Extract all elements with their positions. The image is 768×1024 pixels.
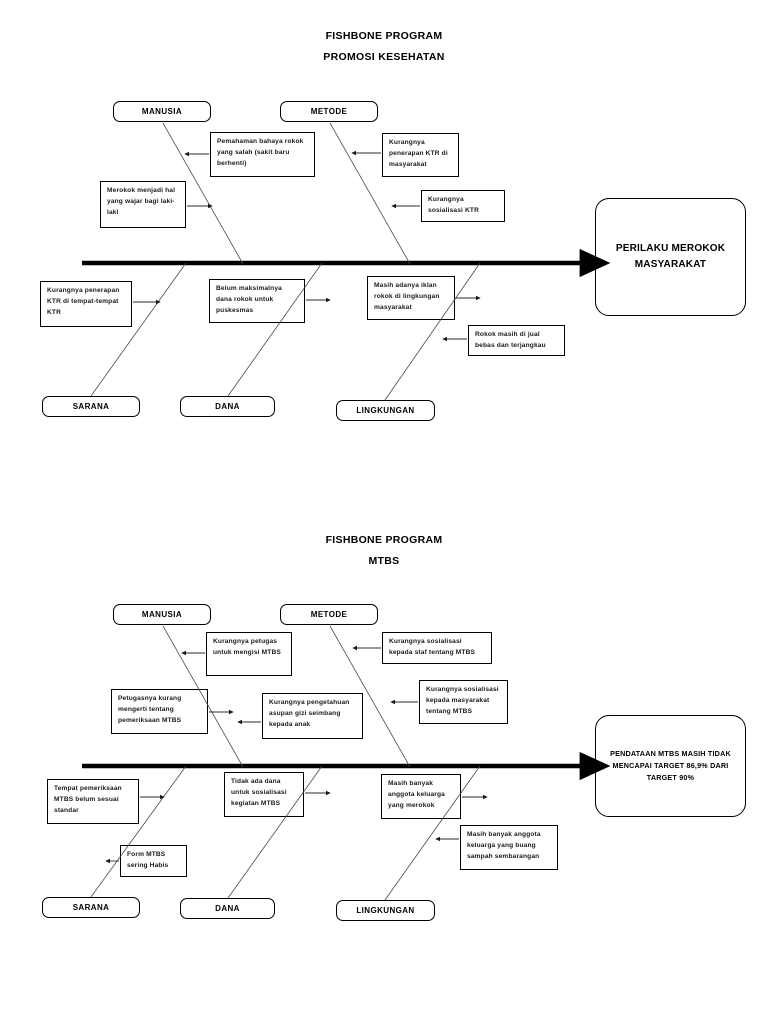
cause-box-lingkungan-mtbs-2[interactable]: Masih banyak anggota keluarga yang buang… (460, 825, 558, 870)
effect-mtbs-line-2: MENCAPAI TARGET 86,9% DARI (612, 760, 729, 770)
diagram-2-title: FISHBONE PROGRAM MTBS (0, 534, 768, 567)
cause-box-manusia-mtbs-2[interactable]: Petugasnya kurang mengerti tentang pemer… (111, 689, 208, 734)
diagram-2-title-line-1: FISHBONE PROGRAM (325, 534, 443, 546)
category-dana[interactable]: DANA (180, 396, 275, 417)
cause-box-lingkungan-mtbs-1[interactable]: Masih banyak anggota keluarga yang merok… (381, 774, 461, 819)
cause-box-manusia-mtbs-1[interactable]: Kurangnya petugas untuk mengisi MTBS (206, 632, 292, 676)
cause-box-metode-mtbs-1[interactable]: Kurangnya sosialisasi kepada staf tentan… (382, 632, 492, 664)
cause-box-metode-mtbs-2[interactable]: Kurangnya sosialisasi kepada masyarakat … (419, 680, 508, 724)
category-dana-mtbs[interactable]: DANA (180, 898, 275, 919)
effect-line-2: MASYARAKAT (634, 259, 707, 270)
diagram-1-title-line-2: PROMOSI KESEHATAN (323, 51, 445, 63)
category-metode-mtbs[interactable]: METODE (280, 604, 378, 625)
cause-box-manusia-2[interactable]: Merokok menjadi hal yang wajar bagi laki… (100, 181, 186, 228)
effect-mtbs-line-3: TARGET 90% (646, 773, 695, 783)
category-lingkungan[interactable]: LINGKUNGAN (336, 400, 435, 421)
effect-box-pendataan-mtbs[interactable]: PENDATAAN MTBS MASIH TIDAK MENCAPAI TARG… (595, 715, 746, 817)
diagram-2-title-line-2: MTBS (368, 555, 400, 567)
cause-box-lingkungan-1[interactable]: Masih adanya iklan rokok di lingkungan m… (367, 276, 455, 320)
category-lingkungan-mtbs[interactable]: LINGKUNGAN (336, 900, 435, 921)
cause-box-dana-1[interactable]: Belum maksimalnya dana rokok untuk puske… (209, 279, 305, 323)
effect-line-1: PERILAKU MEROKOK (615, 242, 726, 254)
cause-box-manusia-mtbs-3[interactable]: Kurangnya pengetahuan asupan gizi seimba… (262, 693, 363, 739)
fishbone-diagram-promosi-kesehatan: FISHBONE PROGRAM PROMOSI KESEHATAN MANUS… (0, 0, 768, 500)
category-sarana-mtbs[interactable]: SARANA (42, 897, 140, 918)
effect-mtbs-line-1: PENDATAAN MTBS MASIH TIDAK (610, 748, 731, 758)
category-sarana[interactable]: SARANA (42, 396, 140, 417)
category-manusia[interactable]: MANUSIA (113, 101, 211, 122)
cause-box-metode-1[interactable]: Kurangnya penerapan KTR di masyarakat (382, 133, 459, 177)
cause-box-metode-2[interactable]: Kurangnya sosialisasi KTR (421, 190, 505, 222)
cause-box-sarana-mtbs-2[interactable]: Form MTBS sering Habis (120, 845, 187, 877)
cause-box-sarana-mtbs-1[interactable]: Tempat pemeriksaan MTBS belum sesuai sta… (47, 779, 139, 824)
cause-box-lingkungan-2[interactable]: Rokok masih di jual bebas dan terjangkau (468, 325, 565, 356)
effect-box-perilaku-merokok[interactable]: PERILAKU MEROKOK MASYARAKAT (595, 198, 746, 316)
diagram-1-title-line-1: FISHBONE PROGRAM (325, 30, 443, 42)
cause-box-dana-mtbs-1[interactable]: Tidak ada dana untuk sosialisasi kegiata… (224, 772, 304, 817)
category-manusia-mtbs[interactable]: MANUSIA (113, 604, 211, 625)
fishbone-diagram-mtbs: FISHBONE PROGRAM MTBS MANUSIA METODE SAR… (0, 500, 768, 1024)
category-metode[interactable]: METODE (280, 101, 378, 122)
cause-box-manusia-1[interactable]: Pemahaman bahaya rokok yang salah (sakit… (210, 132, 315, 177)
cause-box-sarana-1[interactable]: Kurangnya penerapan KTR di tempat-tempat… (40, 281, 132, 327)
diagram-1-title: FISHBONE PROGRAM PROMOSI KESEHATAN (0, 30, 768, 63)
